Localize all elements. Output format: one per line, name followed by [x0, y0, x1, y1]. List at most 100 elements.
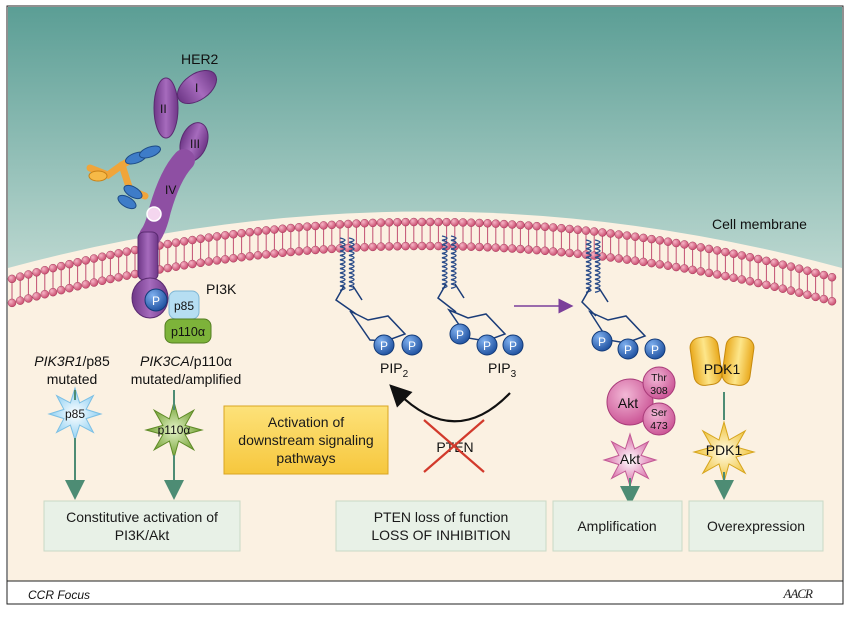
- lipid-head-inner: [507, 244, 517, 253]
- lipid-head-inner: [827, 297, 837, 306]
- lipid-coil: [441, 235, 448, 290]
- lipid-head-inner: [204, 257, 214, 266]
- pip3-label: PIP3: [488, 360, 517, 380]
- lipid-head-inner: [65, 283, 74, 293]
- pip3-phosphate-3-label: P: [509, 339, 517, 353]
- lipid-head-outer: [671, 238, 681, 248]
- lipid-head-outer: [589, 227, 599, 236]
- membrane-lipid-tails: [11, 226, 833, 299]
- lipid-head-inner: [778, 284, 788, 293]
- lipid-head-outer: [729, 249, 738, 259]
- lipid-head-outer: [647, 234, 656, 244]
- lipid-head-inner: [688, 265, 697, 275]
- pip2-phosphate-1-label: P: [380, 339, 388, 353]
- lipid-head-outer: [335, 220, 345, 229]
- lipid-coil: [594, 239, 601, 294]
- lipid-head-outer: [360, 218, 369, 228]
- journal-label: CCR Focus: [28, 588, 90, 602]
- lipid-head-inner: [737, 275, 747, 284]
- pten-dephosphorylation-arrow: [389, 384, 511, 423]
- lipid-head-inner: [220, 255, 230, 264]
- lipid-backbone: [581, 287, 597, 317]
- p85-star-label: p85: [65, 407, 85, 421]
- lipid-head-outer: [581, 226, 591, 235]
- lipid-head-outer: [466, 218, 476, 227]
- lipid-head-outer: [220, 231, 230, 240]
- lipid-head-inner: [458, 242, 468, 251]
- lipid-head-inner: [24, 294, 33, 303]
- lipid-head-outer: [15, 272, 25, 281]
- lipid-head-inner: [384, 242, 394, 251]
- ser-num-label: 473: [650, 420, 668, 432]
- pten-cross-line-2: [423, 419, 485, 473]
- thr-label: Thr: [651, 372, 667, 384]
- lipid-head-outer: [696, 243, 706, 252]
- lipid-backbone: [437, 283, 457, 313]
- lipid-head-outer: [762, 256, 771, 266]
- lipid-head-inner: [712, 270, 722, 279]
- lipid-head-inner: [483, 243, 492, 252]
- constitutive-box: [43, 500, 241, 552]
- pik3r1-label: PIK3R1/p85: [34, 353, 110, 369]
- pip2-phosphate-2-label: P: [408, 339, 416, 353]
- lipid-head-outer: [229, 229, 238, 239]
- lipid-coil: [585, 239, 592, 294]
- lipid-head-inner: [81, 280, 91, 289]
- lipid-head-outer: [745, 252, 755, 262]
- lipid-head-inner: [368, 242, 378, 252]
- lipid-head-outer: [114, 249, 123, 258]
- lipid-head-inner: [516, 244, 525, 254]
- lipid-head-inner: [524, 245, 533, 254]
- lipid-head-outer: [516, 220, 525, 230]
- antibody-icon: [86, 145, 161, 210]
- activation-line-1: Activation of: [268, 414, 344, 430]
- ser-label: Ser: [651, 407, 668, 419]
- lipid-head-outer: [401, 217, 410, 227]
- domain-iii-label: III: [190, 137, 200, 151]
- lipid-head-inner: [491, 243, 501, 252]
- lipid-coil: [348, 237, 355, 292]
- lipid-head-outer: [557, 223, 566, 233]
- lipid-head-inner: [606, 253, 615, 262]
- pi3k-label: PI3K: [206, 281, 237, 297]
- lipid-head-inner: [499, 243, 509, 253]
- lipid-head-outer: [532, 221, 542, 231]
- lipid-head-outer: [212, 232, 222, 241]
- lipid-head-outer: [450, 218, 460, 227]
- lipid-head-inner: [212, 256, 222, 265]
- lipid-head-outer: [97, 252, 107, 262]
- pip2-label: PIP2: [380, 360, 409, 380]
- p110a-label: p110α: [171, 325, 205, 339]
- lipid-head-outer: [458, 218, 468, 227]
- pip3-phosphate-3: [502, 334, 524, 356]
- lipid-head-outer: [278, 224, 287, 234]
- lipid-head-inner: [196, 258, 205, 268]
- lipid-head-inner: [655, 260, 665, 269]
- lipid-head-outer: [376, 218, 386, 227]
- pip3-akt-phosphate-2: [617, 338, 639, 360]
- lipid-head-outer: [655, 236, 665, 245]
- lipid-head-inner: [663, 261, 673, 270]
- pip3-akt-lipid-tails: [581, 239, 609, 317]
- pten-loss-box: [335, 500, 547, 552]
- lipid-head-inner: [48, 287, 58, 297]
- lipid-head-inner: [704, 268, 714, 278]
- lipid-head-outer: [794, 264, 804, 273]
- pip3-akt-phosphate-1: [591, 330, 613, 352]
- activation-box: [223, 405, 389, 475]
- lipid-head-outer: [778, 260, 788, 269]
- lipid-head-inner: [393, 242, 402, 251]
- p110a-subunit: [164, 318, 212, 344]
- lipid-head-outer: [163, 239, 173, 249]
- lipid-head-inner: [680, 264, 689, 273]
- domain-iv-label: IV: [165, 183, 176, 197]
- lipid-head-outer: [188, 235, 197, 245]
- lipid-head-inner: [753, 278, 763, 288]
- lipid-head-outer: [704, 244, 714, 254]
- lipid-backbone: [598, 287, 609, 303]
- lipid-head-outer: [270, 225, 279, 234]
- lipid-head-inner: [622, 255, 632, 264]
- lipid-head-outer: [630, 232, 640, 241]
- lipid-head-outer: [606, 229, 615, 238]
- activation-line-2: downstream signaling: [238, 432, 373, 448]
